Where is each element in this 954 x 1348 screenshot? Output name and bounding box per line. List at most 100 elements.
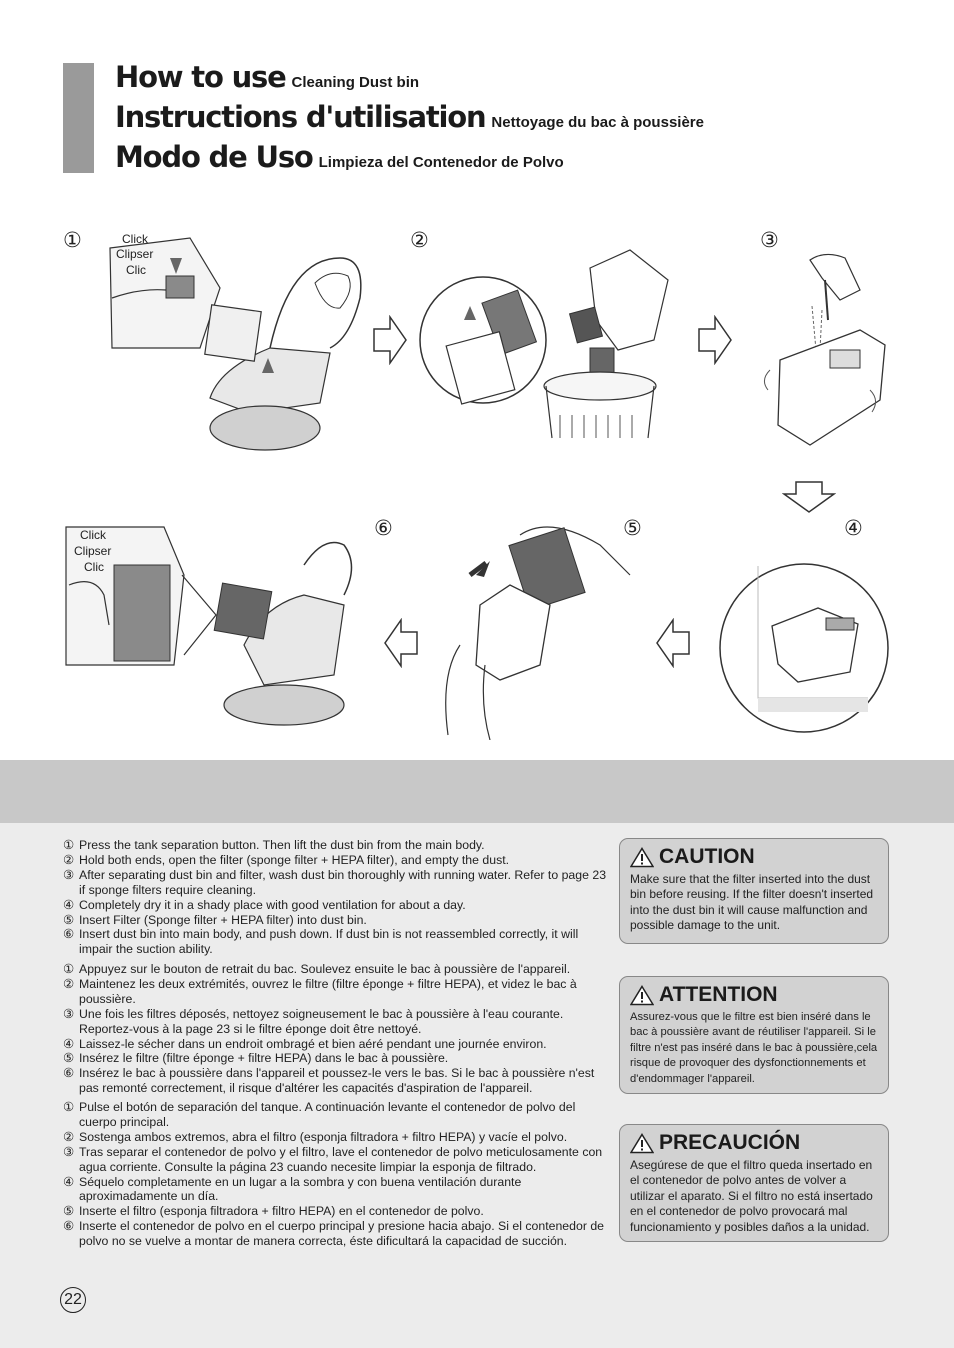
step-number: ⑤ (63, 1204, 75, 1219)
list-item: ① Pulse el botón de separación del tanque… (63, 1100, 608, 1130)
title-es-main: Modo de Uso (115, 140, 314, 174)
click-label-1: Click Clipser Clic (116, 232, 153, 277)
step-number: ⑥ (63, 1219, 75, 1234)
attention-text: Assurez-vous que le filtre est bien insé… (630, 1011, 878, 1085)
click-label-6-line2: Clipser (74, 544, 111, 558)
step-number: ② (63, 976, 75, 991)
click-label-1-line2: Clipser (116, 247, 153, 261)
step-text: Laissez-le sécher dans un endroit ombrag… (79, 1036, 547, 1051)
step-text: Insérez le filtre (filtre éponge + filtr… (79, 1051, 449, 1066)
click-label-6-line1: Click (80, 528, 107, 542)
list-item: ⑥ Insert dust bin into main body, and pus… (63, 927, 608, 957)
step-text: Press the tank separation button. Then l… (79, 838, 485, 852)
list-item: ④ Laissez-le sécher dans un endroit ombra… (63, 1037, 608, 1052)
step-text: Pulse el botón de separación del tanque.… (79, 1100, 576, 1129)
step-number: ③ (63, 1006, 75, 1021)
step-text: Completely dry it in a shady place with … (79, 897, 466, 912)
step6-illustration: Click Clipser Clic (65, 526, 353, 726)
step-text: Une fois les filtres déposés, nettoyez s… (79, 1006, 564, 1036)
list-item: ⑤ Inserte el filtro (esponja filtradora +… (63, 1204, 608, 1219)
step-number: ① (63, 962, 75, 976)
list-item: ⑥ Inserte el contenedor de polvo en el cu… (63, 1219, 608, 1249)
section-band (0, 760, 954, 823)
caution-title: CAUTION (659, 845, 755, 868)
list-item: ② Hold both ends, open the filter (sponge… (63, 853, 608, 868)
arrow-down-icon (782, 481, 836, 513)
steps-list-es: ① Pulse el botón de separación del tanque… (63, 1100, 608, 1249)
header-accent-bar (63, 63, 94, 173)
step-marker-5: ⑤ (623, 516, 642, 540)
caution-box: CAUTION Make sure that the filter insert… (619, 838, 889, 944)
list-item: ① Press the tank separation button. Then … (63, 838, 608, 853)
step-number: ① (63, 1100, 75, 1114)
step-text: Maintenez les deux extrémités, ouvrez le… (79, 976, 577, 1006)
title-fr-sub: Nettoyage du bac à poussière (491, 114, 704, 131)
click-label-1-line3: Clic (126, 263, 146, 277)
title-en-main: How to use (115, 60, 287, 94)
step-marker-6: ⑥ (374, 516, 393, 540)
step-number: ④ (63, 897, 75, 912)
attention-title: ATTENTION (659, 983, 778, 1006)
step-number: ⑥ (63, 927, 75, 942)
steps-list-en: ① Press the tank separation button. Then … (63, 838, 608, 957)
attention-box: ATTENTION Assurez-vous que le filtre est… (619, 976, 889, 1094)
page-number: 22 (60, 1287, 86, 1313)
step-marker-2: ② (410, 228, 429, 252)
step3-illustration (764, 253, 886, 446)
list-item: ② Sostenga ambos extremos, abra el filtro… (63, 1130, 608, 1145)
step-number: ⑤ (63, 912, 75, 927)
warning-icon (630, 1132, 654, 1153)
caution-heading: CAUTION (630, 845, 879, 869)
step-text: Inserte el filtro (esponja filtradora + … (79, 1204, 484, 1219)
list-item: ⑤ Insérez le filtre (filtre éponge + filt… (63, 1051, 608, 1066)
step-number: ② (63, 1129, 75, 1144)
step-marker-4: ④ (844, 516, 863, 540)
step-text: Insérez le bac à poussière dans l'appare… (79, 1066, 595, 1096)
attention-heading: ATTENTION (630, 983, 879, 1007)
step2-illustration (419, 249, 669, 439)
list-item: ③ After separating dust bin and filter, w… (63, 868, 608, 898)
step-text: Inserte el contenedor de polvo en el cue… (79, 1219, 605, 1249)
click-label-6: Click Clipser Clic (74, 528, 111, 574)
list-item: ⑥ Insérez le bac à poussière dans l'appar… (63, 1066, 608, 1096)
step-number: ⑥ (63, 1066, 75, 1081)
step-number: ④ (63, 1174, 75, 1189)
list-item: ② Maintenez les deux extrémités, ouvrez l… (63, 977, 608, 1007)
warning-icon (630, 984, 654, 1005)
precaucion-text: Asegúrese de que el filtro queda inserta… (630, 1158, 873, 1234)
step-text: Insert dust bin into main body, and push… (79, 927, 579, 957)
step-text: Sostenga ambos extremos, abra el filtro … (79, 1129, 568, 1144)
arrow-left-icon (656, 618, 690, 668)
step5-illustration (445, 526, 631, 740)
click-label-1-line1: Click (122, 232, 149, 246)
step-number: ① (63, 838, 75, 852)
click-label-6-line3: Clic (84, 560, 104, 574)
step-text: Hold both ends, open the filter (sponge … (79, 852, 510, 867)
title-en-sub: Cleaning Dust bin (291, 74, 420, 91)
list-item: ⑤ Insert Filter (Sponge filter + HEPA fil… (63, 913, 608, 928)
step-text: Tras separar el contenedor de polvo y el… (79, 1144, 603, 1174)
step-marker-1: ① (63, 228, 82, 252)
step-text: Insert Filter (Sponge filter + HEPA filt… (79, 912, 367, 927)
step-number: ⑤ (63, 1051, 75, 1066)
list-item: ① Appuyez sur le bouton de retrait du bac… (63, 962, 608, 977)
precaucion-title: PRECAUCIÓN (659, 1131, 801, 1154)
precaucion-heading: PRECAUCIÓN (630, 1131, 879, 1155)
step-number: ③ (63, 867, 75, 882)
caution-text: Make sure that the filter inserted into … (630, 872, 874, 933)
step-number: ② (63, 852, 75, 867)
arrow-right-icon (373, 315, 407, 365)
step-text: Séquelo completamente en un lugar a la s… (79, 1174, 522, 1204)
title-fr-main: Instructions d'utilisation (115, 100, 487, 134)
list-item: ③ Une fois les filtres déposés, nettoyez … (63, 1007, 608, 1037)
step-text: Appuyez sur le bouton de retrait du bac.… (79, 962, 571, 976)
list-item: ④ Séquelo completamente en un lugar a la … (63, 1175, 608, 1205)
step4-illustration (719, 563, 889, 733)
title-es-sub: Limpieza del Contenedor de Polvo (318, 154, 564, 171)
list-item: ④ Completely dry it in a shady place with… (63, 898, 608, 913)
step-number: ④ (63, 1036, 75, 1051)
step-text: After separating dust bin and filter, wa… (79, 867, 607, 897)
